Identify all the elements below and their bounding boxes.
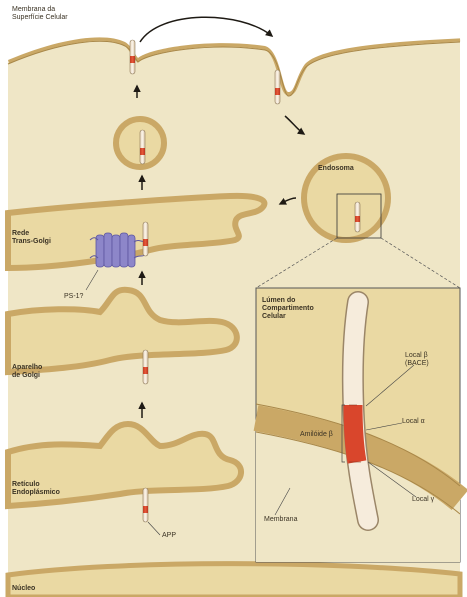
gamma-site-label: Local γ (412, 496, 434, 504)
trans-golgi-label: Rede Trans-Golgi (12, 230, 51, 246)
label-line: Endoplásmico (12, 489, 60, 497)
beta-site-label: Local β (BACE) (405, 352, 429, 368)
label-line: Local β (405, 352, 429, 360)
label-line: Aparelho (12, 364, 42, 372)
label-line: Celular (262, 313, 314, 321)
amyloid-beta-label: Amilóide β (300, 431, 333, 439)
label-line: Rede (12, 230, 51, 238)
label-line: (BACE) (405, 360, 429, 368)
label-line: Retículo (12, 481, 60, 489)
label-line: Trans-Golgi (12, 238, 51, 246)
endosome-label: Endosoma (318, 165, 354, 173)
nucleus-label: Núcleo (12, 585, 35, 593)
label-line: Lúmen do (262, 297, 314, 305)
alpha-site-label: Local α (402, 418, 425, 426)
lumen-label: Lúmen do Compartimento Celular (262, 297, 314, 321)
label-line: de Golgi (12, 372, 42, 380)
label-line: Membrana da (12, 6, 68, 14)
cell-surface-membrane-label: Membrana da Superfície Celular (12, 6, 68, 22)
er-label: Retículo Endoplásmico (12, 481, 60, 497)
nucleus (8, 564, 460, 597)
label-line: Compartimento (262, 305, 314, 313)
label-line: Superfície Celular (12, 14, 68, 22)
golgi-label: Aparelho de Golgi (12, 364, 42, 380)
app-label: APP (162, 532, 176, 540)
membrane-label: Membrana (264, 516, 297, 524)
ps1-label: PS-1? (64, 293, 83, 301)
